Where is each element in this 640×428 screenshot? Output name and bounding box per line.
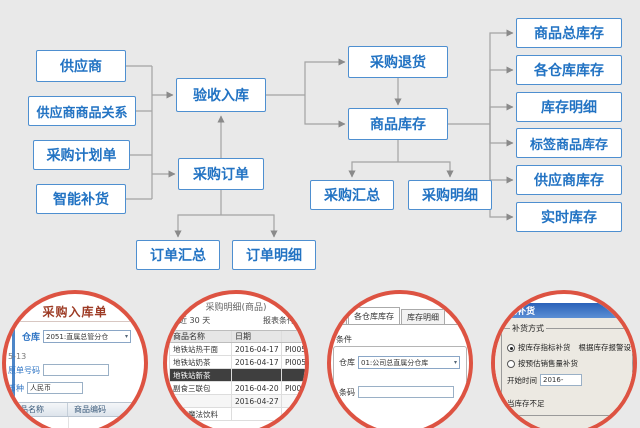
groupbox-legend: 补货方式	[510, 323, 546, 334]
table-row[interactable]: 2016-04-27	[169, 395, 305, 408]
flow-node-supplier: 供应商	[36, 50, 126, 82]
flow-node-supplier-stock: 供应商库存	[516, 165, 622, 195]
column-extra	[282, 331, 305, 342]
radio-note: 根据库存报警设	[578, 343, 632, 352]
partial-date-text: 5-13	[8, 352, 27, 361]
currency-value[interactable]: 人民币	[27, 382, 83, 394]
warehouse-select[interactable]: 2051:直属总管分仓 ▾	[43, 330, 132, 343]
footer-partial-text: 当库存不足	[507, 399, 545, 408]
warehouse-select[interactable]: 01:公司总直属分仓库 ▾	[358, 356, 460, 369]
radio-selected-icon	[507, 343, 515, 352]
window-body: 补货方式 按库存指标补货 根据库存报警设 按预估销售量补货 开始时间 2016-…	[495, 318, 633, 428]
condition-label: 条件	[336, 335, 352, 344]
currency-label: 币种	[8, 383, 24, 393]
column-product-code: 商品编码	[74, 405, 106, 414]
form-title: 采购入库单	[42, 305, 108, 319]
flow-node-supplier-product-relation: 供应商商品关系	[28, 96, 136, 126]
close-button[interactable]: ✕	[618, 305, 629, 316]
dropdown-arrow-icon: ▾	[125, 333, 129, 340]
date-range-text: 近 30 天	[179, 316, 211, 325]
origin-number-input[interactable]	[43, 364, 109, 376]
report-condition-link[interactable]: 报表条件	[263, 316, 295, 325]
preview-smart-replenish: 智能补货 ✕ 补货方式 按库存指标补货 根据库存报警设 按预估销售量补货 开始时…	[491, 290, 637, 428]
title-divider	[16, 321, 136, 322]
dropdown-arrow-icon: ▾	[453, 359, 457, 366]
radio-estimated-sales[interactable]: 按预估销售量补货	[507, 358, 578, 369]
tab-partial[interactable]: 存	[331, 309, 347, 324]
flow-node-product-stock: 商品库存	[348, 108, 448, 140]
flow-node-stock-detail: 库存明细	[516, 92, 622, 122]
window-title: 智能补货	[499, 307, 536, 317]
flow-node-purchase-summary: 采购汇总	[310, 180, 394, 210]
flow-node-product-total-stock: 商品总库存	[516, 18, 622, 48]
tab-stock-detail[interactable]: 库存明细	[401, 309, 445, 324]
radio-stock-threshold[interactable]: 按库存指标补货 根据库存报警设	[507, 342, 631, 353]
column-name: 商品名称	[170, 331, 232, 342]
warehouse-select-value: 01:公司总直属分仓库	[361, 358, 429, 367]
tab-per-warehouse-stock[interactable]: 各仓库库存	[348, 307, 400, 324]
flow-node-smart-replenishment: 智能补货	[36, 184, 126, 214]
flow-node-purchase-plan: 采购计划单	[33, 140, 130, 170]
table-row-selected[interactable]: 地铁站新茶	[169, 369, 305, 382]
nav-strip	[12, 318, 15, 406]
window-titlebar: 智能补货 ✕	[495, 303, 633, 318]
flow-node-receiving-inbound: 验收入库	[176, 78, 266, 112]
condition-groupbox	[333, 346, 467, 428]
flow-node-tag-product-stock: 标签商品库存	[516, 128, 622, 158]
flow-node-order-detail: 订单明细	[232, 240, 316, 270]
radio-unselected-icon	[507, 359, 515, 368]
replenish-mode-groupbox: 补货方式	[501, 323, 633, 416]
warehouse-label: 仓库	[339, 358, 355, 367]
table-row[interactable]: 奶茶魔法饮料	[169, 408, 305, 421]
warehouse-label: 仓库	[22, 333, 41, 343]
flow-node-order-summary: 订单汇总	[136, 240, 220, 270]
empty-table-row	[6, 417, 144, 428]
table-header-row: 商品名称 日期	[169, 330, 305, 343]
flow-node-purchase-detail: 采购明细	[408, 180, 492, 210]
start-time-label: 开始时间	[507, 375, 537, 385]
column-product-name: 商品名称	[6, 403, 68, 416]
flow-node-realtime-stock: 实时库存	[516, 202, 622, 232]
preview-stock-report: 存 各仓库库存 库存明细 条件 仓库 01:公司总直属分仓库 ▾ 条码	[327, 290, 473, 428]
flow-node-purchase-order: 采购订单	[178, 158, 264, 190]
product-table-header: 商品名称 商品编码	[6, 402, 144, 417]
preview-purchase-inbound: 采购入库单 仓库 2051:直属总管分仓 ▾ 5-13 原单号码 币种 人民币 …	[2, 290, 148, 428]
origin-number-label: 原单号码	[8, 365, 40, 375]
barcode-input[interactable]	[358, 386, 454, 398]
column-date: 日期	[232, 331, 282, 342]
report-title: 采购明细(商品)	[205, 303, 267, 313]
tab-bar: 存 各仓库库存 库存明细	[331, 307, 469, 325]
warehouse-select-value: 2051:直属总管分仓	[46, 332, 109, 341]
flow-node-per-warehouse-stock: 各仓库库存	[516, 55, 622, 85]
barcode-label: 条码	[339, 387, 355, 397]
start-time-input[interactable]: 2016-	[540, 374, 582, 386]
flow-node-purchase-return: 采购退货	[348, 46, 448, 78]
